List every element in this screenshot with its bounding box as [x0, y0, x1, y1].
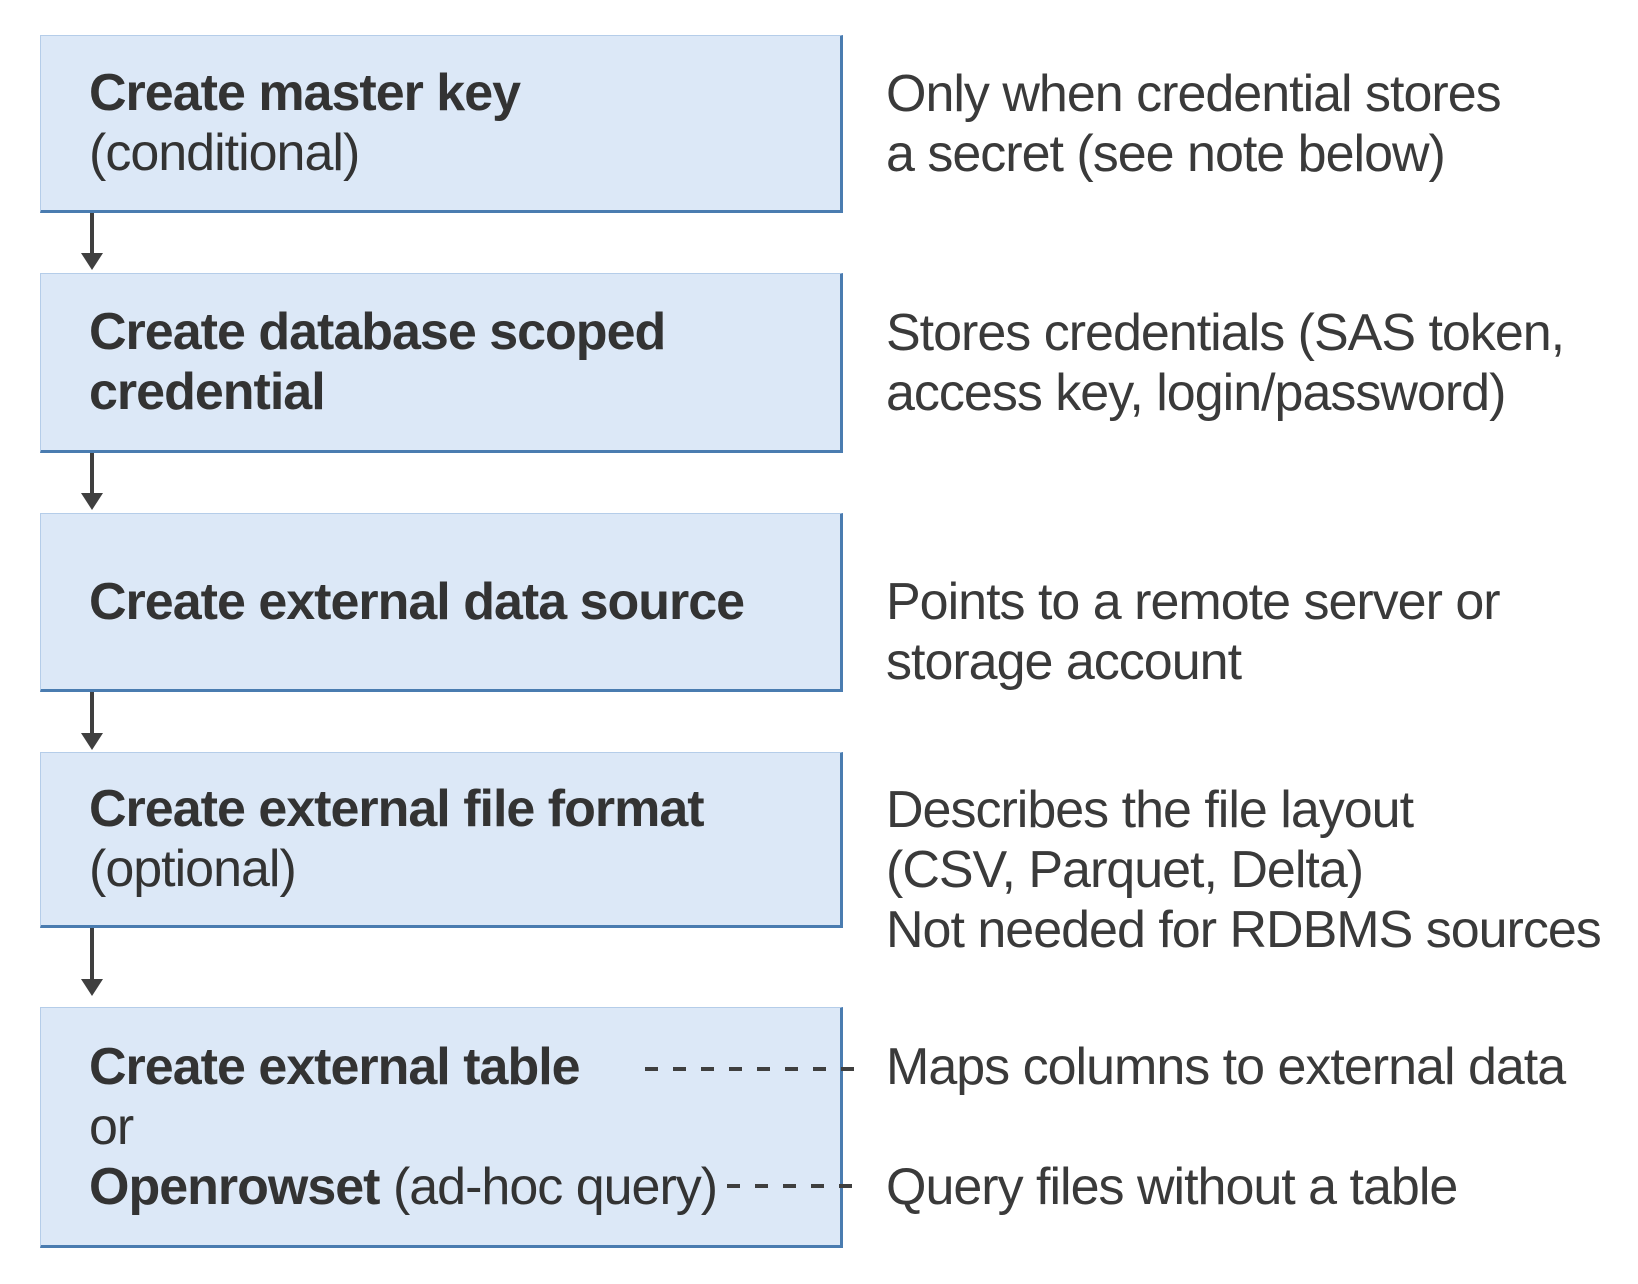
annotation-openrowset: Query files without a table [886, 1158, 1458, 1216]
box-create-external-data-source: Create external data source [40, 513, 843, 692]
box-create-database-scoped-credential: Create database scoped credential [40, 273, 843, 453]
arrow-head [81, 733, 103, 750]
arrow-head [81, 493, 103, 510]
dashed-connector-top [645, 1067, 866, 1071]
box-title: Create external data source [89, 572, 745, 631]
box-title: Create external file format [89, 780, 705, 838]
box-title: Create master key [89, 64, 521, 122]
box-connector-word: or [89, 1097, 134, 1156]
annotation-external-file-format: Describes the file layout (CSV, Parquet,… [886, 781, 1602, 959]
arrow-head [81, 979, 103, 996]
box-create-external-file-format: Create external file format (optional) [40, 752, 843, 928]
annotation-master-key: Only when credential stores a secret (se… [886, 65, 1502, 183]
annotation-scoped-credential: Stores credentials (SAS token, access ke… [886, 304, 1565, 422]
box-subtitle: (conditional) [89, 124, 360, 182]
arrow-stem [90, 453, 94, 494]
box-alt-suffix: (ad-hoc query) [379, 1157, 718, 1216]
arrow-stem [90, 213, 94, 254]
box-alt-line: Openrowset (ad-hoc query) [89, 1157, 824, 1217]
box-create-master-key: Create master key (conditional) [40, 35, 843, 213]
dashed-connector-bottom [727, 1184, 866, 1188]
arrow-stem [90, 928, 94, 980]
box-alt-title: Openrowset [89, 1157, 380, 1216]
box-create-external-table-or-openrowset: Create external table or Openrowset (ad-… [40, 1007, 843, 1248]
arrow-head [81, 253, 103, 270]
annotation-external-data-source: Points to a remote server or storage acc… [886, 573, 1501, 691]
annotation-external-table: Maps columns to external data [886, 1038, 1566, 1096]
arrow-stem [90, 692, 94, 734]
box-subtitle: (optional) [89, 840, 297, 898]
box-title: Create database scoped credential [89, 303, 666, 421]
box-title: Create external table [89, 1037, 581, 1096]
